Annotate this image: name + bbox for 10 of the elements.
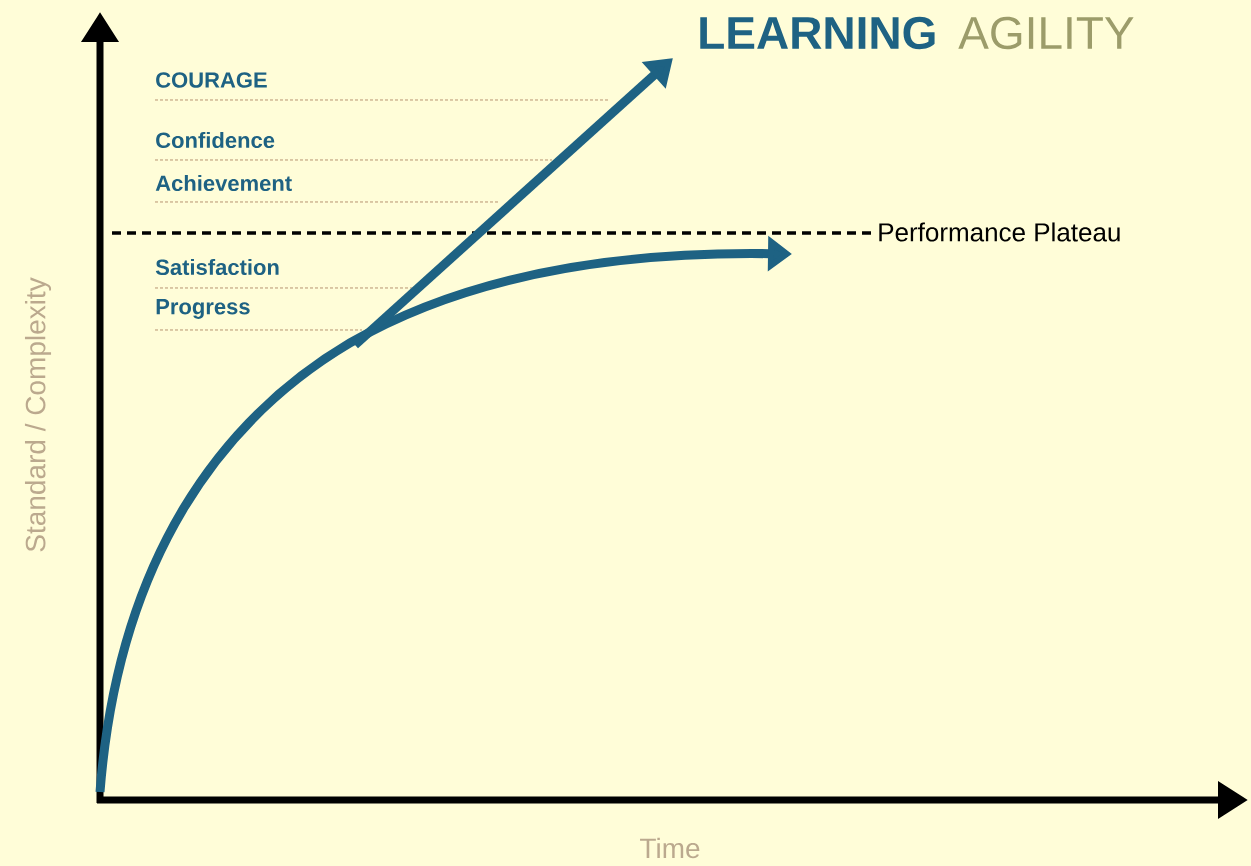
title: AGILITY <box>958 16 1134 50</box>
plateau-label: Performance Plateau <box>879 222 1120 242</box>
scale-label: Progress <box>156 299 250 319</box>
scale-label: Achievement <box>155 174 292 192</box>
scale-label: Satisfaction <box>155 258 279 276</box>
axis-label: Standard / Complexity <box>24 277 52 552</box>
scale-label: Confidence <box>156 131 275 149</box>
scale-label: COURAGE <box>156 72 267 88</box>
title: LEARNING <box>700 16 935 50</box>
axis-label: Time <box>640 837 700 859</box>
